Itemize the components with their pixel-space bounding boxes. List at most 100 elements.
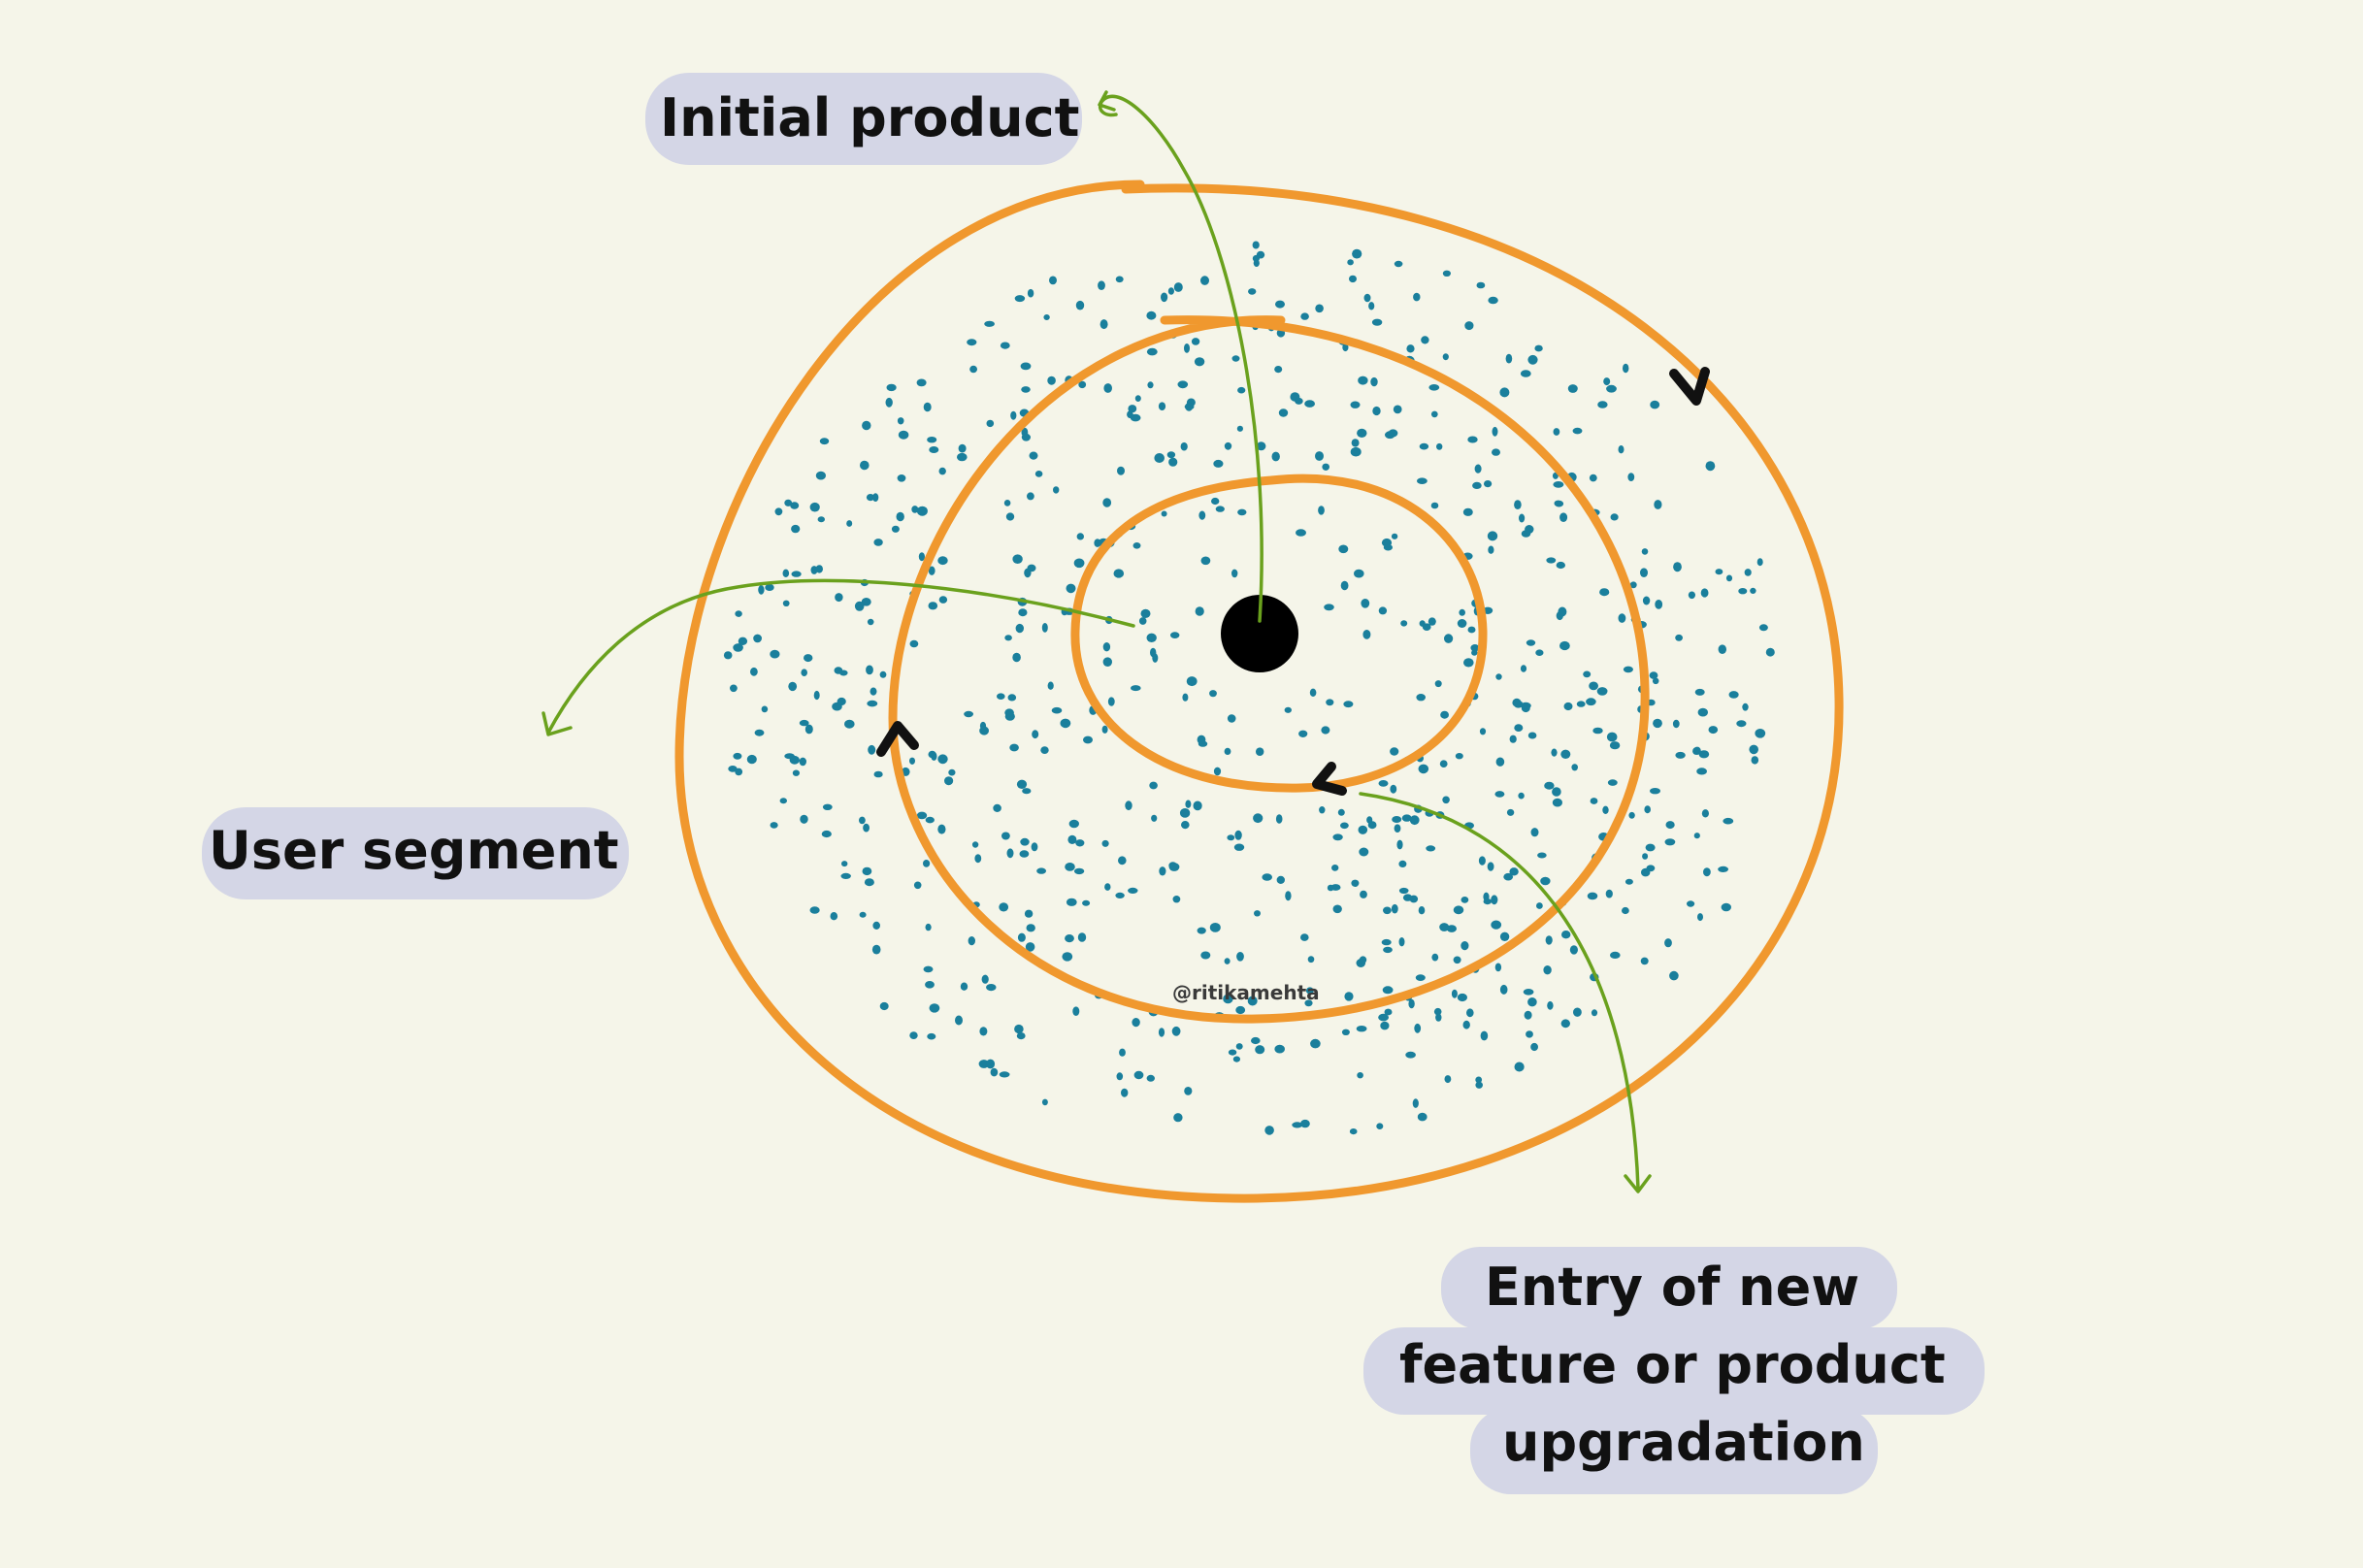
- user-dot: [1043, 314, 1050, 320]
- user-dot: [1073, 867, 1085, 875]
- user-dot: [1457, 993, 1467, 1002]
- user-dot: [1418, 906, 1426, 915]
- user-dot: [948, 768, 956, 776]
- user-dot: [984, 320, 995, 327]
- user-dot: [1298, 730, 1308, 737]
- user-dot: [1077, 932, 1087, 942]
- user-dot: [1101, 839, 1109, 847]
- user-dot: [1021, 386, 1031, 393]
- user-dot: [1491, 895, 1498, 905]
- user-dot: [1398, 860, 1407, 868]
- user-dot: [1332, 904, 1342, 914]
- user-dot: [1560, 749, 1571, 759]
- user-dot: [1479, 728, 1487, 735]
- user-dot: [1065, 934, 1074, 943]
- user-dot: [1431, 953, 1439, 962]
- user-dot: [1326, 699, 1334, 706]
- user-dot: [1412, 1098, 1419, 1108]
- user-dot: [1285, 891, 1292, 901]
- initial-product-core: [1221, 595, 1298, 672]
- user-dot: [1641, 867, 1651, 877]
- user-dot: [1383, 946, 1393, 954]
- user-dot: [955, 1015, 963, 1026]
- user-dot: [735, 610, 742, 617]
- user-dot: [1467, 436, 1478, 443]
- user-dot: [925, 981, 935, 989]
- user-dot: [1475, 1076, 1483, 1084]
- user-dot: [1001, 832, 1010, 840]
- user-dot: [738, 637, 748, 645]
- user-dot: [1358, 825, 1368, 834]
- user-dot: [916, 811, 928, 820]
- user-dot: [862, 420, 871, 431]
- user-dot: [1394, 824, 1401, 833]
- user-dot: [964, 710, 973, 718]
- user-dot: [862, 866, 872, 876]
- user-dot: [1180, 441, 1188, 451]
- user-dot: [1125, 800, 1132, 811]
- user-dot: [1642, 853, 1649, 860]
- user-dot: [1372, 406, 1381, 416]
- user-dot: [1416, 694, 1426, 702]
- user-dot: [1474, 464, 1482, 474]
- user-dot: [1627, 473, 1635, 481]
- user-dot: [1262, 873, 1272, 881]
- orange-spiral: [674, 180, 1844, 1203]
- user-dot: [867, 700, 878, 707]
- pointer-arrows: [542, 90, 1652, 1193]
- user-dot: [1520, 370, 1531, 377]
- user-dot: [1274, 1044, 1285, 1054]
- user-dot: [1523, 989, 1534, 996]
- user-dot: [1464, 321, 1474, 331]
- user-dot: [750, 667, 758, 676]
- user-dot: [1488, 545, 1494, 554]
- user-dot: [835, 593, 843, 603]
- user-dot: [791, 524, 801, 534]
- user-dot: [799, 719, 809, 727]
- user-dot: [830, 912, 838, 921]
- user-dot: [1133, 1070, 1144, 1080]
- user-dot: [967, 339, 977, 346]
- user-dot: [909, 757, 915, 765]
- user-dot: [958, 443, 967, 453]
- user-dot: [1744, 569, 1752, 576]
- user-dot: [1400, 620, 1408, 627]
- user-dot: [1644, 805, 1651, 814]
- user-dot: [800, 814, 808, 824]
- user-dot: [1005, 512, 1015, 521]
- user-dot: [1040, 746, 1049, 754]
- user-dot: [1494, 963, 1502, 972]
- user-dot: [1171, 1026, 1181, 1036]
- user-dot: [872, 921, 880, 931]
- user-dot: [1235, 1005, 1246, 1015]
- user-dot: [863, 823, 870, 833]
- spiral-arrow-icon: [876, 367, 1710, 796]
- user-dot: [1067, 834, 1077, 845]
- pointer-arrow-icon-segment: [542, 711, 573, 736]
- user-dot: [1274, 366, 1283, 374]
- pointer-arrow-icon-initial: [1098, 90, 1116, 112]
- user-dot: [1253, 813, 1264, 824]
- user-dot: [1444, 634, 1454, 643]
- user-dot: [873, 539, 883, 546]
- user-dot: [1256, 441, 1266, 451]
- user-dot: [898, 430, 909, 440]
- user-dot: [1118, 856, 1127, 866]
- user-dot: [754, 729, 765, 736]
- user-dot: [1708, 726, 1719, 735]
- user-dot: [1024, 909, 1034, 918]
- user-dot: [1455, 753, 1463, 760]
- user-dot: [925, 816, 935, 824]
- user-dot: [1426, 845, 1436, 852]
- user-dot: [1006, 848, 1014, 859]
- user-dot: [999, 902, 1009, 912]
- user-dot: [790, 502, 800, 509]
- user-dot: [1065, 863, 1075, 871]
- user-dot: [1034, 471, 1043, 477]
- user-dot: [1146, 347, 1158, 356]
- user-dot: [1414, 1023, 1422, 1033]
- user-dot: [844, 719, 855, 729]
- user-dot: [1433, 1007, 1442, 1016]
- user-dot: [1300, 1119, 1310, 1128]
- user-dot: [1650, 788, 1660, 795]
